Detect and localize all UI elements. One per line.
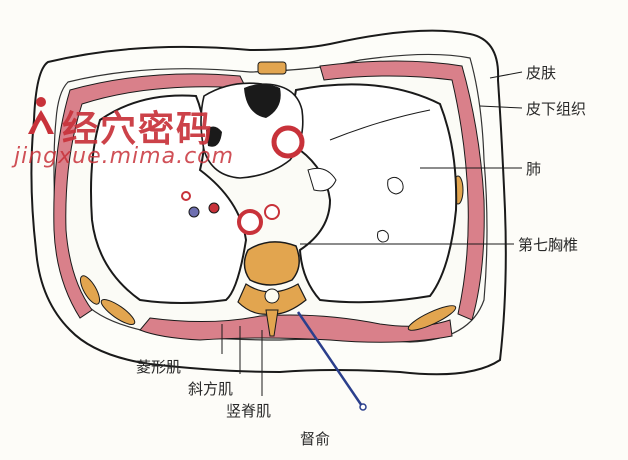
bronchi-right	[307, 167, 337, 192]
needle	[296, 311, 364, 407]
spinal-canal	[264, 288, 280, 304]
rib-left-2	[79, 275, 101, 305]
label-subcutaneous: 皮下组织	[526, 100, 587, 118]
needle-tip	[359, 403, 367, 411]
muscle-band-right	[319, 60, 485, 321]
vertebral-body	[243, 241, 300, 286]
label-thoracic-vertebra: 第七胸椎	[518, 236, 579, 254]
label-trapezius: 斜方肌	[188, 380, 234, 398]
spinous-process	[265, 309, 279, 337]
vessel-small-1	[188, 206, 200, 218]
bronchus-detail	[387, 176, 404, 195]
aorta-ring	[271, 125, 305, 159]
back-muscles	[139, 314, 453, 343]
vessel-small-2	[208, 202, 220, 214]
lung-fissure	[329, 109, 431, 141]
dark-vessel-2	[206, 126, 222, 147]
left-lung	[90, 94, 248, 304]
watermark-url: jingxue.mima.com	[14, 144, 235, 169]
sternum	[257, 61, 287, 75]
descending-aorta	[237, 209, 263, 235]
watermark-title: 经穴密码	[62, 108, 215, 150]
label-erector-spinae: 竖脊肌	[226, 402, 272, 420]
leader-subcutaneous	[479, 105, 523, 109]
leader-skin	[489, 71, 523, 79]
muscle-band-left	[53, 73, 247, 319]
bronchus-detail-2	[377, 229, 389, 243]
scapula-right	[407, 305, 457, 331]
label-lung: 肺	[526, 160, 542, 178]
vessel-small-3	[181, 191, 191, 201]
scapula-left	[100, 299, 136, 325]
label-skin: 皮肤	[526, 64, 557, 82]
label-rhomboid: 菱形肌	[136, 358, 182, 376]
label-acupoint: 督俞	[300, 430, 331, 448]
watermark-logo-icon	[28, 97, 54, 134]
dark-vessel	[244, 84, 281, 118]
esophagus	[264, 204, 280, 220]
